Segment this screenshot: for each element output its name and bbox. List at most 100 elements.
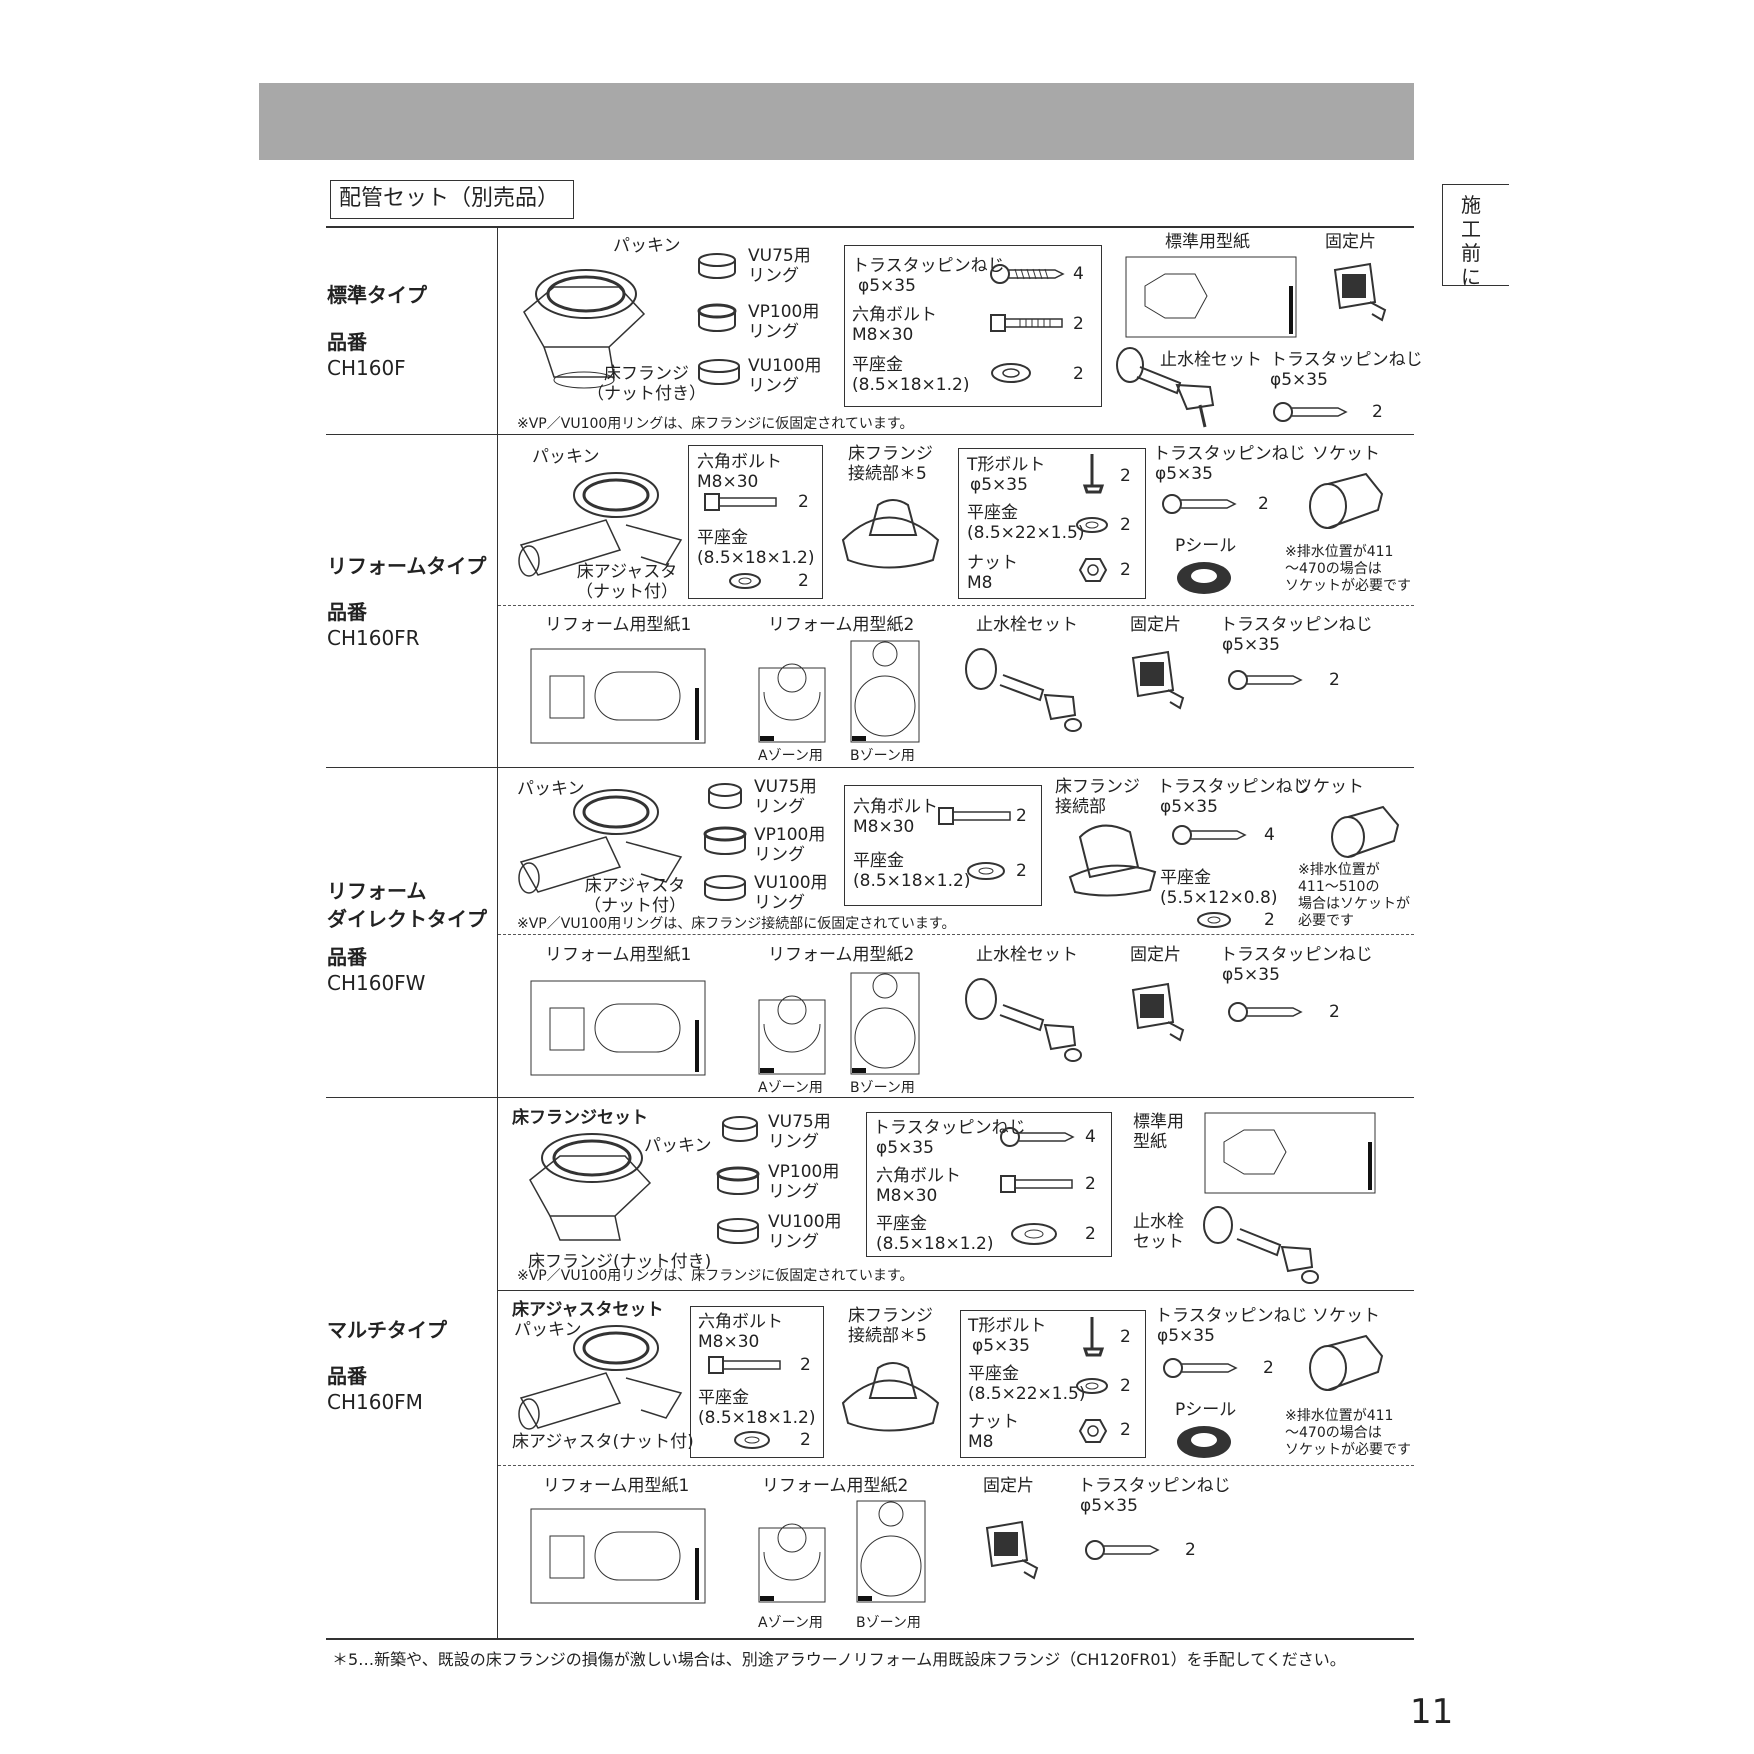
quantity: 2	[1329, 1002, 1340, 1022]
quantity: 2	[1085, 1174, 1096, 1194]
note: ※VP／VU100用リングは、床フランジに仮固定されています。	[517, 1268, 914, 1284]
washer-label: 平座金	[876, 1214, 927, 1234]
quantity: 2	[1120, 515, 1131, 535]
truss-screw-label: トラスタッピンねじ	[1220, 615, 1373, 635]
screw-icon	[1228, 1002, 1303, 1022]
row-divider	[326, 1097, 1414, 1098]
quantity: 2	[1073, 314, 1084, 334]
bolt-spec: M8×30	[876, 1186, 938, 1206]
reform-template1-illustration	[530, 648, 706, 744]
reform-template1-label: リフォーム用型紙1	[545, 945, 692, 965]
quantity: 2	[798, 571, 809, 591]
socket-note: ※排水位置が411 ～470の場合は ソケットが必要です	[1285, 1408, 1411, 1458]
row-divider	[498, 1290, 1414, 1291]
quantity: 2	[800, 1355, 811, 1375]
floor-adjuster-label: 床アジャスタ(ナット付)	[512, 1432, 694, 1452]
screw-spec: φ5×35	[1155, 464, 1213, 484]
bolt-spec: M8×30	[697, 472, 759, 492]
vu75-ring-label: VU75用 リング	[768, 1112, 831, 1152]
bolt-icon	[1000, 1175, 1073, 1193]
screw-spec: φ5×35	[1222, 635, 1280, 655]
socket-label: ソケット	[1312, 1306, 1380, 1326]
floor-flange-label: 床フランジ （ナット付き）	[587, 364, 706, 404]
floor-adjuster-label: 床アジャスタ （ナット付）	[584, 876, 686, 916]
stop-valve-icon	[965, 978, 1082, 1062]
stop-valve-label: 止水栓セット	[1160, 350, 1262, 370]
bolt-spec: φ5×35	[970, 475, 1028, 495]
note: ※VP／VU100用リングは、床フランジに仮固定されています。	[517, 416, 914, 432]
floor-flange-illustration	[529, 1133, 652, 1241]
screw-icon	[1172, 825, 1247, 845]
washer-icon	[734, 1431, 770, 1449]
product-code: CH160FM	[327, 1390, 423, 1414]
washer-label: 平座金	[697, 528, 748, 548]
table-column-divider	[497, 227, 498, 1639]
screw-icon	[1000, 1127, 1075, 1147]
table-bottom-rule	[326, 1638, 1414, 1640]
screw-spec: φ5×35	[1160, 797, 1218, 817]
fixing-piece-icon	[1131, 650, 1185, 710]
ring-icon	[722, 1116, 758, 1142]
template-illustration	[1204, 1112, 1376, 1194]
bolt-icon	[708, 1356, 781, 1374]
washer-spec: (8.5×18×1.2)	[697, 548, 815, 568]
nut-icon	[1078, 558, 1108, 582]
washer-spec: (8.5×18×1.2)	[852, 375, 970, 395]
floor-adjuster-label: 床アジャスタ （ナット付）	[576, 562, 678, 602]
flange-set-label: 床フランジセット	[512, 1108, 648, 1128]
p-seal-icon	[1177, 562, 1231, 594]
reform-template-b-illustration	[850, 640, 920, 743]
section-name-reform: リフォームタイプ	[327, 554, 487, 578]
reform-template1-label: リフォーム用型紙1	[543, 1476, 690, 1496]
hardware-box	[688, 445, 823, 599]
hex-bolt-label: 六角ボルト	[876, 1166, 961, 1186]
packing-label: パッキン	[644, 1136, 712, 1156]
quantity: 2	[1372, 402, 1383, 422]
ring-icon	[716, 1166, 760, 1195]
section-name-reform-direct: リフォーム ダイレクトタイプ	[327, 879, 487, 931]
quantity: 2	[1120, 466, 1131, 486]
truss-screw-label: トラスタッピンねじ	[873, 1118, 1026, 1138]
ring-icon	[708, 783, 742, 809]
t-bolt-label: T形ボルト	[967, 455, 1046, 475]
row-dashed-divider	[498, 934, 1414, 935]
reform-template2-label: リフォーム用型紙2	[762, 1476, 909, 1496]
a-zone-label: Aゾーン用	[758, 1080, 823, 1096]
quantity: 2	[1120, 1327, 1131, 1347]
table-top-rule	[326, 226, 1414, 228]
hinban-label: 品番	[327, 1364, 367, 1388]
hardware-box	[844, 245, 1102, 407]
p-seal-label: Pシール	[1175, 1400, 1237, 1420]
quantity: 2	[1264, 910, 1275, 930]
reform-template1-illustration	[530, 980, 706, 1076]
fixing-piece-label: 固定片	[1130, 615, 1181, 635]
screw-icon	[990, 264, 1065, 284]
packing-label: パッキン	[517, 779, 585, 799]
screw-spec: φ5×35	[1222, 965, 1280, 985]
stop-valve-label: 止水栓セット	[976, 615, 1078, 635]
quantity: 2	[1085, 1224, 1096, 1244]
product-code: CH160FR	[327, 626, 420, 650]
row-divider	[326, 767, 1414, 768]
p-seal-icon	[1177, 1426, 1231, 1458]
product-code: CH160F	[327, 356, 406, 380]
template-illustration	[1125, 256, 1297, 338]
hardware-box	[690, 1306, 824, 1458]
hardware-box	[960, 1310, 1146, 1458]
socket-icon	[1309, 1334, 1384, 1391]
side-tab: 施工前に	[1442, 184, 1509, 289]
flange-joint-icon	[841, 1362, 940, 1432]
washer-icon	[1011, 1223, 1057, 1245]
vu75-ring-label: VU75用 リング	[754, 777, 817, 817]
fixing-piece-label: 固定片	[1130, 945, 1181, 965]
packing-label: パッキン	[532, 447, 600, 467]
bolt-icon	[990, 314, 1063, 332]
vp100-ring-label: VP100用 リング	[748, 302, 820, 342]
washer-label: 平座金	[968, 1364, 1019, 1384]
stop-valve-icon	[1116, 347, 1215, 428]
quantity: 4	[1085, 1127, 1096, 1147]
socket-label: ソケット	[1312, 444, 1380, 464]
adjuster-set-label: 床アジャスタセット	[512, 1300, 664, 1320]
flange-joint-label: 床フランジ 接続部	[1055, 777, 1140, 817]
hardware-box	[958, 448, 1146, 599]
